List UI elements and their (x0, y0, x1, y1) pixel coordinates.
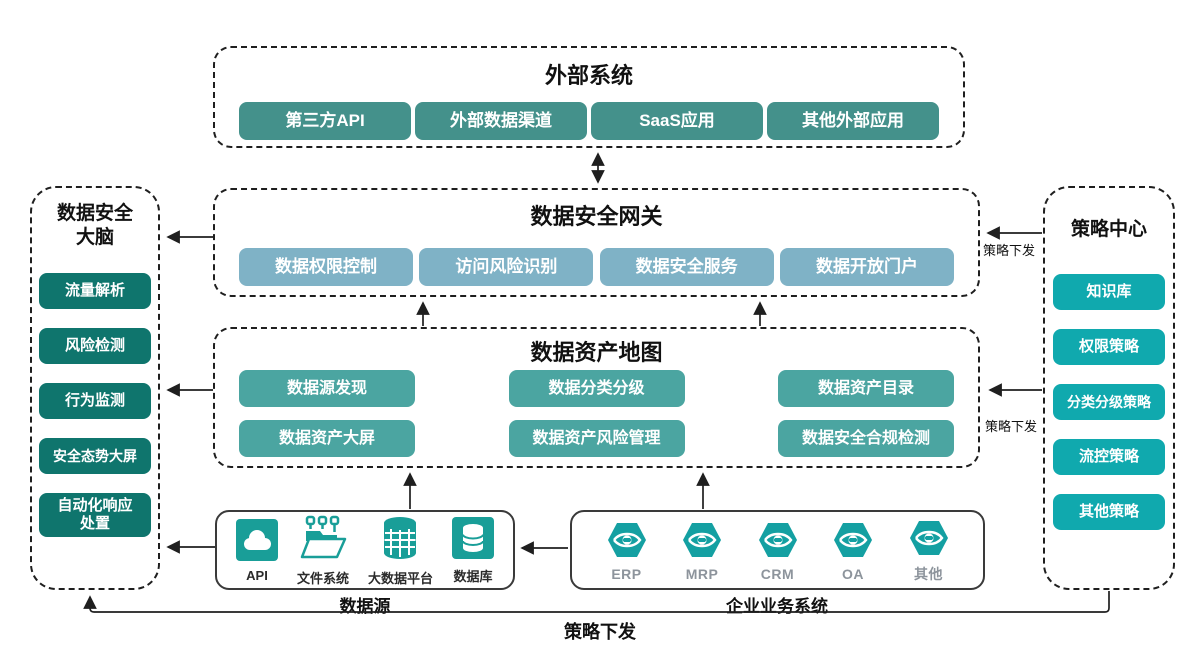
hexagon-system-icon (832, 522, 874, 563)
node-data-security-service[interactable]: 数据安全服务 (599, 248, 774, 286)
node-security-posture-dashboard[interactable]: 安全态势大屏 (39, 438, 151, 474)
hexagon-system-icon (681, 522, 723, 563)
data-sources-box: API 文件系统 (215, 510, 515, 590)
node-classification-grading-policy[interactable]: 分类分级策略 (1053, 384, 1165, 420)
security-brain-title: 数据安全 大脑 (56, 203, 133, 248)
data-source-file-system[interactable]: 文件系统 (297, 515, 349, 587)
big-data-platform-icon (378, 515, 422, 566)
business-system-erp[interactable]: ERP (606, 522, 648, 582)
data-source-label: 大数据平台 (367, 571, 433, 586)
business-system-other[interactable]: 其他 (908, 520, 950, 584)
business-system-label: OA (842, 566, 864, 582)
node-data-asset-dashboard[interactable]: 数据资产大屏 (239, 420, 415, 457)
hexagon-system-icon (908, 520, 950, 561)
data-source-label: API (246, 568, 268, 583)
arrow-policy-dispatch-bottom (83, 591, 1110, 613)
node-saas-app[interactable]: SaaS应用 (591, 102, 763, 140)
data-source-database[interactable]: 数据库 (451, 517, 494, 585)
node-third-party-api[interactable]: 第三方API (239, 102, 411, 140)
node-flow-control-policy[interactable]: 流控策略 (1053, 439, 1165, 475)
business-system-mrp[interactable]: MRP (681, 522, 723, 582)
node-other-policy[interactable]: 其他策略 (1053, 494, 1165, 530)
node-data-asset-catalog[interactable]: 数据资产目录 (778, 370, 954, 407)
business-systems-caption: 企业业务系统 (726, 597, 828, 616)
business-system-label: MRP (685, 566, 719, 582)
asset-map-title: 数据资产地图 (530, 340, 663, 365)
node-data-asset-risk-mgmt[interactable]: 数据资产风险管理 (508, 420, 685, 457)
business-systems-box: ERP MRP CRM OA 其他 (570, 510, 985, 590)
database-icon (451, 517, 494, 564)
node-permission-policy[interactable]: 权限策略 (1053, 329, 1165, 365)
business-system-crm[interactable]: CRM (757, 522, 799, 582)
node-data-permission-control[interactable]: 数据权限控制 (239, 248, 413, 286)
policy-center-title: 策略中心 (1070, 219, 1147, 240)
hexagon-system-icon (757, 522, 799, 563)
external-systems-box: 外部系统 第三方API 外部数据渠道 SaaS应用 其他外部应用 (213, 46, 965, 148)
node-behavior-monitoring[interactable]: 行为监测 (39, 383, 151, 419)
node-data-classification-grading[interactable]: 数据分类分级 (508, 370, 685, 407)
api-cloud-icon (235, 519, 278, 566)
policy-dispatch-label-asset: 策略下发 (985, 419, 1038, 434)
node-data-security-compliance-check[interactable]: 数据安全合规检测 (778, 420, 954, 457)
business-system-label: ERP (611, 566, 642, 582)
data-source-label: 数据库 (453, 569, 493, 584)
file-system-icon (298, 515, 348, 566)
node-external-data-channel[interactable]: 外部数据渠道 (415, 102, 587, 140)
node-data-source-discovery[interactable]: 数据源发现 (239, 370, 415, 407)
business-system-label: CRM (760, 566, 795, 582)
policy-center-box: 策略中心 知识库 权限策略 分类分级策略 流控策略 其他策略 (1043, 186, 1175, 590)
security-brain-box: 数据安全 大脑 流量解析 风险检测 行为监测 安全态势大屏 自动化响应 处置 (30, 186, 160, 590)
policy-dispatch-label-bottom: 策略下发 (564, 622, 636, 642)
data-source-api[interactable]: API (235, 519, 278, 583)
node-data-open-portal[interactable]: 数据开放门户 (779, 248, 954, 286)
external-systems-title: 外部系统 (544, 63, 633, 88)
business-system-oa[interactable]: OA (832, 522, 874, 582)
node-automated-response[interactable]: 自动化响应 处置 (39, 493, 151, 537)
policy-dispatch-label-gateway: 策略下发 (983, 243, 1036, 258)
gateway-title: 数据安全网关 (530, 204, 663, 229)
data-sources-caption: 数据源 (339, 597, 391, 616)
hexagon-system-icon (606, 522, 648, 563)
data-source-label: 文件系统 (296, 571, 349, 586)
data-source-big-data-platform[interactable]: 大数据平台 (368, 515, 433, 587)
node-traffic-analysis[interactable]: 流量解析 (39, 273, 151, 309)
node-risk-detection[interactable]: 风险检测 (39, 328, 151, 364)
business-system-label: 其他 (914, 566, 943, 582)
node-other-external-app[interactable]: 其他外部应用 (767, 102, 939, 140)
node-knowledge-base[interactable]: 知识库 (1053, 274, 1165, 310)
gateway-box: 数据安全网关 数据权限控制 访问风险识别 数据安全服务 数据开放门户 (213, 188, 980, 297)
asset-map-box: 数据资产地图 数据源发现 数据分类分级 数据资产目录 数据资产大屏 数据资产风险… (213, 327, 980, 468)
node-access-risk-identification[interactable]: 访问风险识别 (419, 248, 594, 286)
